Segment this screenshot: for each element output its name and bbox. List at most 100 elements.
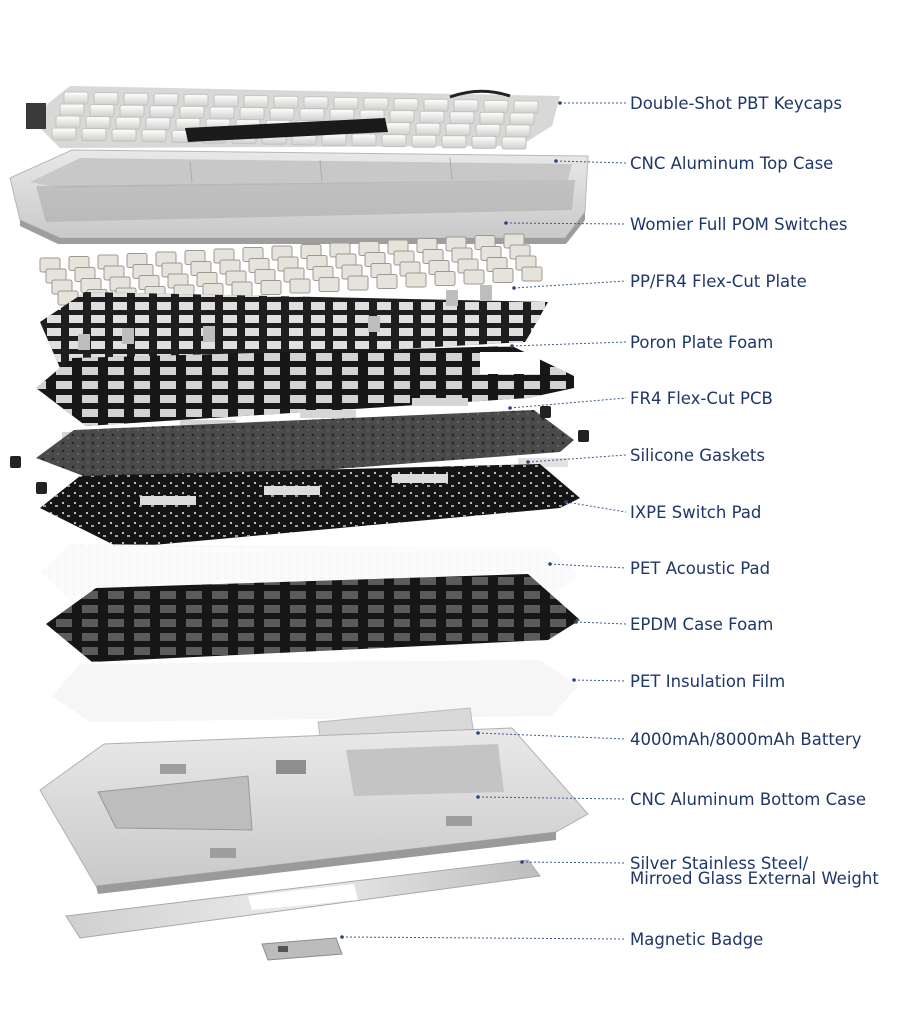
keycap: [419, 110, 445, 124]
keycap: [299, 108, 325, 122]
leader-line: [527, 454, 627, 463]
switch: [289, 278, 311, 294]
keycap: [93, 92, 119, 106]
component-label: CNC Aluminum Top Case: [630, 154, 833, 173]
plate-layer: [40, 285, 548, 368]
keycap: [453, 99, 479, 113]
keycaps-layer: [26, 86, 560, 150]
component-label: Silver Stainless Steel/: [630, 854, 809, 873]
leader-dot: [512, 286, 516, 290]
insulation-film-layer: [52, 660, 578, 722]
keycap: [141, 129, 167, 143]
top-case-layer: [9, 149, 589, 244]
keycap: [471, 135, 497, 149]
leader-line: [575, 621, 627, 625]
leader-dot: [520, 860, 524, 864]
knob: [26, 103, 46, 129]
keycap: [509, 112, 535, 126]
keycap: [393, 98, 419, 112]
keycap: [513, 100, 539, 114]
component-label: Mirroed Glass External Weight: [630, 869, 879, 888]
component-label: Silicone Gaskets: [630, 446, 765, 465]
keycap: [119, 104, 145, 118]
keycap: [415, 122, 441, 136]
keycap: [55, 115, 81, 129]
keycap: [329, 108, 355, 122]
leader-line: [549, 563, 627, 569]
component-label: 4000mAh/8000mAh Battery: [630, 730, 862, 749]
keycap: [59, 103, 85, 117]
keycap: [445, 123, 471, 137]
case-foam-layer: [46, 574, 580, 662]
stabilizer: [368, 316, 380, 332]
keycap: [449, 111, 475, 125]
keycap: [385, 122, 411, 136]
keycap: [269, 107, 295, 121]
stabilizer: [122, 328, 134, 344]
keycap: [303, 96, 329, 110]
component-label: PET Insulation Film: [630, 672, 785, 691]
leader-dot: [340, 935, 344, 939]
spacebar-keycap: [185, 118, 388, 142]
switch: [376, 274, 398, 289]
keycap: [389, 110, 415, 124]
keycap: [115, 116, 141, 130]
keycap: [381, 134, 407, 148]
keycap: [363, 97, 389, 111]
keycap: [149, 105, 175, 119]
silicone-gasket-pieces: [10, 406, 589, 494]
keycap: [51, 127, 77, 141]
stabilizer: [78, 334, 90, 350]
leader-line: [509, 397, 627, 409]
keycap: [213, 94, 239, 108]
component-label: Poron Plate Foam: [630, 333, 773, 352]
keycap: [85, 116, 111, 130]
keycap: [479, 111, 505, 125]
leader-dot: [508, 406, 512, 410]
leader-dot: [572, 678, 576, 682]
leader-line: [565, 501, 627, 513]
leader-dot: [548, 562, 552, 566]
leader-line: [477, 732, 627, 740]
component-label: PP/FR4 Flex-Cut Plate: [630, 272, 807, 291]
plate-foam-layer: [36, 346, 574, 426]
switch: [405, 272, 427, 288]
leader-dot: [504, 221, 508, 225]
keycap: [273, 95, 299, 109]
keycap: [333, 96, 359, 110]
switch: [521, 266, 543, 282]
keycap: [145, 117, 171, 131]
leader-line: [521, 861, 627, 864]
magnetic-badge: [261, 937, 343, 961]
keycap: [239, 107, 265, 121]
bottom-case-layer: [39, 727, 589, 894]
keycap: [505, 124, 531, 138]
keycap: [111, 128, 137, 142]
switch: [434, 271, 456, 286]
keycap: [209, 106, 235, 120]
component-label: IXPE Switch Pad: [630, 503, 761, 522]
component-label: Magnetic Badge: [630, 930, 763, 949]
stabilizer: [446, 290, 458, 306]
leader-dot: [510, 344, 514, 348]
keycap: [81, 128, 107, 142]
keycap: [423, 98, 449, 112]
leader-dot: [476, 795, 480, 799]
leader-dot: [476, 731, 480, 735]
keycap: [475, 123, 501, 137]
keycap: [351, 133, 377, 147]
keycap: [183, 93, 209, 107]
external-weight: [65, 859, 541, 939]
switches-layer: [39, 233, 543, 306]
keycap: [501, 136, 527, 150]
component-label: PET Acoustic Pad: [630, 559, 770, 578]
keycap: [89, 104, 115, 118]
leader-dot: [526, 460, 530, 464]
keycap: [153, 93, 179, 107]
pcb-layer: [36, 410, 574, 486]
switch: [260, 280, 282, 295]
leader-line: [573, 679, 627, 682]
leader-line: [511, 341, 627, 347]
